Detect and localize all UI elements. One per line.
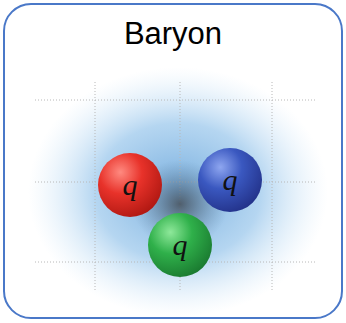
particle-card: Baryon qqq bbox=[3, 3, 343, 319]
card-title: Baryon bbox=[5, 14, 341, 54]
quark-ball: q bbox=[147, 212, 213, 278]
quark-label: q bbox=[197, 147, 263, 213]
quark-ball: q bbox=[197, 147, 263, 213]
grid-lines bbox=[35, 82, 315, 292]
color-field bbox=[28, 67, 328, 317]
quark-ball: q bbox=[97, 152, 163, 218]
quark-label: q bbox=[147, 212, 213, 278]
quark-label: q bbox=[97, 152, 163, 218]
